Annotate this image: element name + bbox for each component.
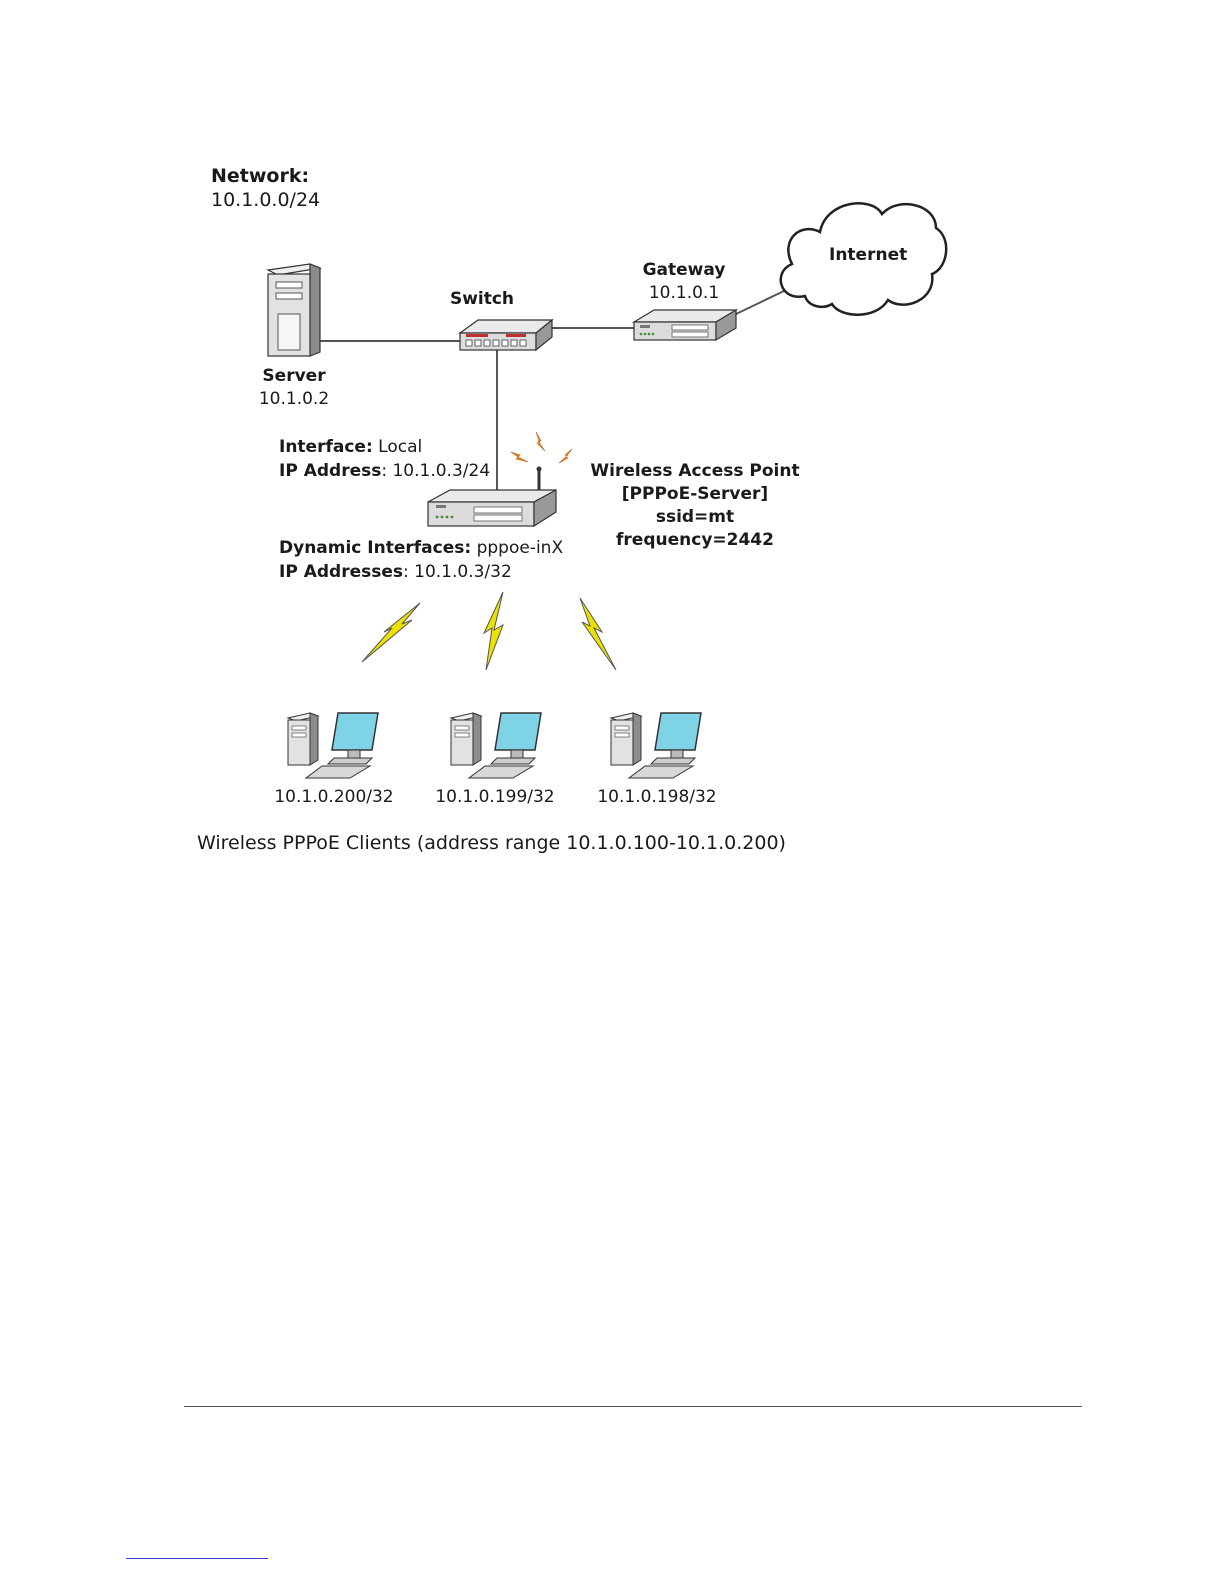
client-pc-icon [450,712,542,779]
server-icon [266,263,323,357]
ap-title: Wireless Access Point [590,461,800,481]
dynamic-interfaces-value: pppoe-inX [471,538,564,558]
server-label: Server [262,366,326,386]
local-ip-line: IP Address: 10.1.0.3/24 [279,463,490,480]
interface-key: Interface: [279,437,373,457]
ap-ssid: ssid=mt [655,507,735,527]
ap-frequency: frequency=2442 [616,530,774,550]
wireless-link-bolt-icon [361,591,617,671]
network-title: Network: [211,165,310,187]
dynamic-interfaces-key: Dynamic Interfaces: [279,538,472,558]
ap-role: [PPPoE-Server] [621,484,769,504]
internet-cloud-icon [779,202,948,316]
client-pc-icon [610,712,702,779]
client-pc-icon [286,712,379,779]
footnote-rule [126,1558,268,1559]
client-ip: 10.1.0.199/32 [435,787,555,807]
ip-address-key: IP Address [279,461,382,481]
ip-address-value: : 10.1.0.3/24 [381,461,491,481]
access-point-icon [427,466,557,528]
internet-label: Internet [829,245,908,265]
page-divider [184,1406,1082,1407]
server-ip: 10.1.0.2 [258,389,330,409]
client-ip: 10.1.0.198/32 [597,787,717,807]
network-value: 10.1.0.0/24 [211,189,321,211]
link-gateway-internet [733,289,787,316]
local-interface-line: Interface: Local [279,439,422,456]
client-ip: 10.1.0.200/32 [274,787,394,807]
ip-addresses-value: : 10.1.0.3/32 [403,562,512,582]
switch-label: Switch [449,289,515,309]
interface-value: Local [372,437,423,457]
dynamic-interfaces-line: Dynamic Interfaces: pppoe-inX [279,540,563,557]
radio-spark-icon [510,431,573,464]
switch-icon [458,318,554,352]
clients-caption: Wireless PPPoE Clients (address range 10… [197,832,786,854]
dynamic-ip-line: IP Addresses: 10.1.0.3/32 [279,564,512,581]
gateway-ip: 10.1.0.1 [648,283,720,303]
gateway-label: Gateway [642,260,726,280]
gateway-router-icon [631,308,739,342]
ip-addresses-key: IP Addresses [279,562,403,582]
